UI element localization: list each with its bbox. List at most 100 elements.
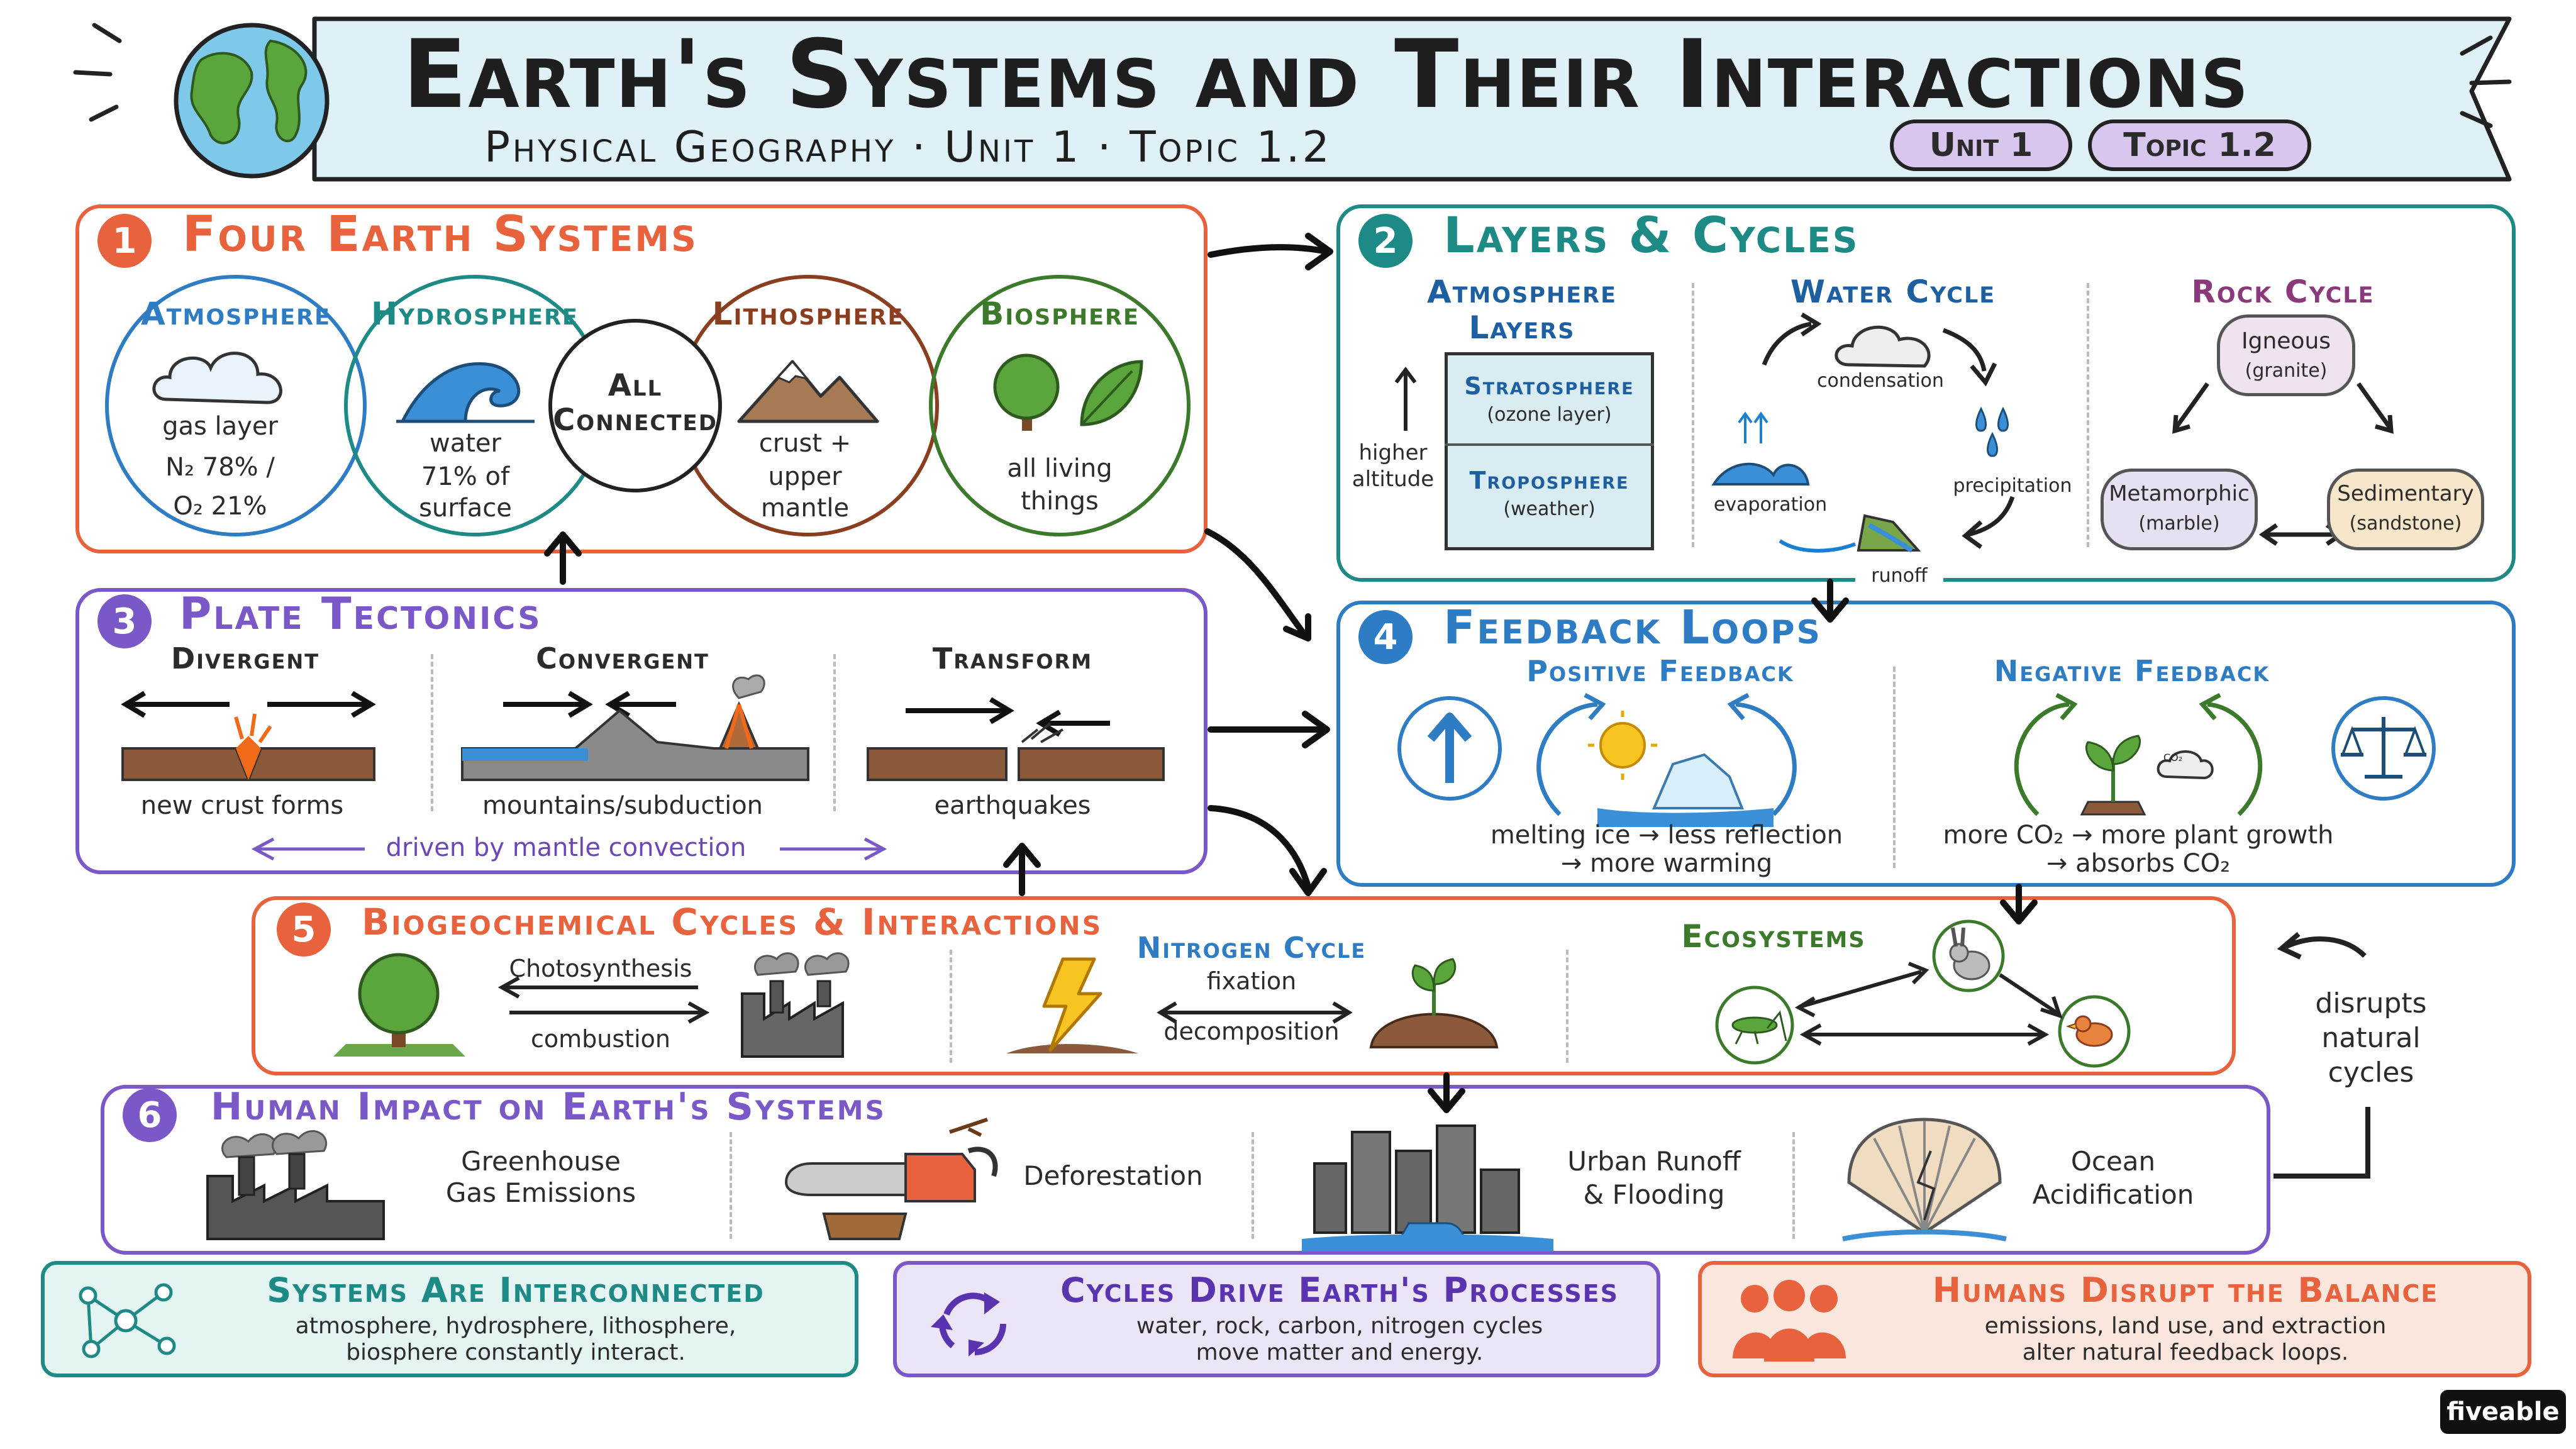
section-6-title: Human Impact on Earth's Systems (211, 1085, 886, 1129)
positive-feedback-title: Positive Feedback (1526, 654, 1794, 688)
mantle-convection-label: driven by mantle convection (386, 833, 747, 862)
urban-runoff-label-2: & Flooding (1583, 1179, 1725, 1210)
unit-badge: Unit 1 (1890, 119, 2072, 171)
biosphere-desc-1: all living (1007, 454, 1113, 483)
nitrogen-cycle-title: Nitrogen Cycle (1136, 931, 1367, 965)
ocean-acidification-label-2: Acidification (2032, 1179, 2194, 1210)
shell-icon (1842, 1118, 2007, 1241)
section-1-title: Four Earth Systems (182, 206, 698, 263)
urban-runoff-label-1: Urban Runoff (1567, 1146, 1741, 1177)
summary-1-line-1: atmosphere, hydrosphere, lithosphere, (295, 1313, 736, 1339)
atmosphere-layers-box (1445, 352, 1654, 550)
lithosphere-label: Lithosphere (712, 296, 904, 332)
combustion-label: combustion (531, 1025, 670, 1053)
fiveable-logo: fiveable (2440, 1390, 2566, 1434)
divider (730, 1132, 732, 1239)
atmosphere-layers-title-1: Atmosphere (1426, 274, 1618, 310)
positive-loop-illustration (1536, 692, 1797, 827)
section-3-title: Plate Tectonics (179, 588, 542, 640)
photosynthesis-label: Chotosynthesis (509, 955, 692, 982)
sedimentary-node (2327, 469, 2484, 550)
evaporation-label: evaporation (1713, 494, 1828, 516)
rock-cycle-title: Rock Cycle (2191, 274, 2375, 310)
negative-feedback-line-2: → absorbs CO₂ (2046, 849, 2231, 878)
summary-card-cycles (893, 1261, 1660, 1377)
igneous-label: Igneous (2241, 328, 2331, 354)
summary-3-title: Humans Disrupt the Balance (1932, 1270, 2439, 1310)
hydrosphere-label: Hydrosphere (371, 296, 579, 332)
cloud-icon (152, 352, 282, 404)
wave-icon (396, 362, 535, 423)
atmosphere-desc-1: gas layer (162, 412, 278, 441)
metamorphic-note: (marble) (2138, 513, 2220, 535)
topic-badge: Topic 1.2 (2088, 119, 2311, 171)
divider (1893, 667, 1896, 868)
page-subtitle: Physical Geography · Unit 1 · Topic 1.2 (484, 123, 1332, 172)
convergent-label: Convergent (536, 641, 709, 675)
section-feedback-loops (1336, 601, 2516, 887)
venn-diagram (105, 275, 1191, 536)
sprout-soil-icon (1369, 958, 1499, 1048)
sedimentary-label: Sedimentary (2337, 481, 2474, 506)
summary-3-line-1: emissions, land use, and extraction (1984, 1313, 2387, 1339)
co2-cloud-label: CO₂ (2163, 752, 2183, 763)
people-icon (1733, 1280, 1846, 1362)
altitude-label-2: altitude (1352, 467, 1435, 492)
network-icon (79, 1283, 176, 1358)
ecosystems-title: Ecosystems (1681, 918, 1866, 955)
atmosphere-layers-title-2: Layers (1468, 309, 1575, 346)
emissions-factory-icon (206, 1130, 385, 1240)
lithosphere-desc-3: mantle (760, 494, 850, 523)
divider (1566, 950, 1568, 1063)
tree-leaf-icon (993, 353, 1143, 431)
section-4-title: Feedback Loops (1443, 601, 1822, 655)
decomposition-label: decomposition (1163, 1018, 1340, 1045)
metamorphic-label: Metamorphic (2109, 481, 2250, 506)
troposphere-label: Troposphere (1469, 467, 1629, 494)
section-5-number: 5 (277, 902, 331, 957)
transform-illustration (867, 697, 1165, 781)
stratosphere-note: (ozone layer) (1487, 404, 1612, 426)
summary-3-line-2: alter natural feedback loops. (2022, 1340, 2349, 1365)
hydrosphere-desc-1: water (430, 429, 501, 458)
disrupts-label-3: cycles (2328, 1057, 2414, 1089)
section-6-number: 6 (123, 1088, 177, 1142)
section-4-number: 4 (1358, 610, 1413, 664)
divider (1252, 1132, 1254, 1239)
up-arrow-icon (1397, 696, 1502, 801)
factory-icon (741, 952, 850, 1058)
transform-desc: earthquakes (934, 791, 1091, 820)
troposphere-note: (weather) (1503, 498, 1596, 520)
mountain-icon (737, 360, 879, 423)
divider (1792, 1132, 1795, 1239)
hydrosphere-desc-3: surface (419, 494, 512, 523)
greenhouse-label-2: Gas Emissions (445, 1177, 636, 1208)
altitude-label-1: higher (1358, 440, 1428, 465)
metamorphic-node (2101, 469, 2258, 550)
altitude-arrow (1394, 367, 1417, 431)
page-title: Earth's Systems and Their Interactions (402, 20, 2250, 130)
positive-feedback-line-1: melting ice → less reflection (1490, 821, 1843, 850)
summary-1-line-2: biosphere constantly interact. (346, 1340, 686, 1365)
ocean-acidification-label-1: Ocean (2070, 1146, 2156, 1177)
condensation-label: condensation (1817, 370, 1944, 392)
section-1-number: 1 (97, 214, 152, 268)
igneous-note: (granite) (2245, 360, 2328, 382)
chainsaw-icon (784, 1118, 998, 1240)
greenhouse-label-1: Greenhouse (461, 1146, 621, 1177)
stratosphere-label: Stratosphere (1464, 372, 1635, 400)
atmosphere-desc-2: N₂ 78% / (165, 453, 275, 482)
divider (833, 654, 836, 811)
biosphere-label: Biosphere (980, 296, 1140, 332)
ecosystem-web (1715, 919, 2131, 1068)
lithosphere-desc-1: crust + (758, 429, 852, 458)
cycle-icon (931, 1292, 1006, 1357)
divider (1692, 283, 1694, 547)
section-3-number: 3 (97, 594, 152, 648)
layer-divider (1445, 443, 1654, 446)
section-human-impact (101, 1085, 2270, 1255)
negative-feedback-line-1: more CO₂ → more plant growth (1943, 821, 2334, 850)
divider (2087, 283, 2089, 547)
disrupts-arrow (2273, 931, 2370, 1179)
tree-icon (333, 953, 465, 1057)
